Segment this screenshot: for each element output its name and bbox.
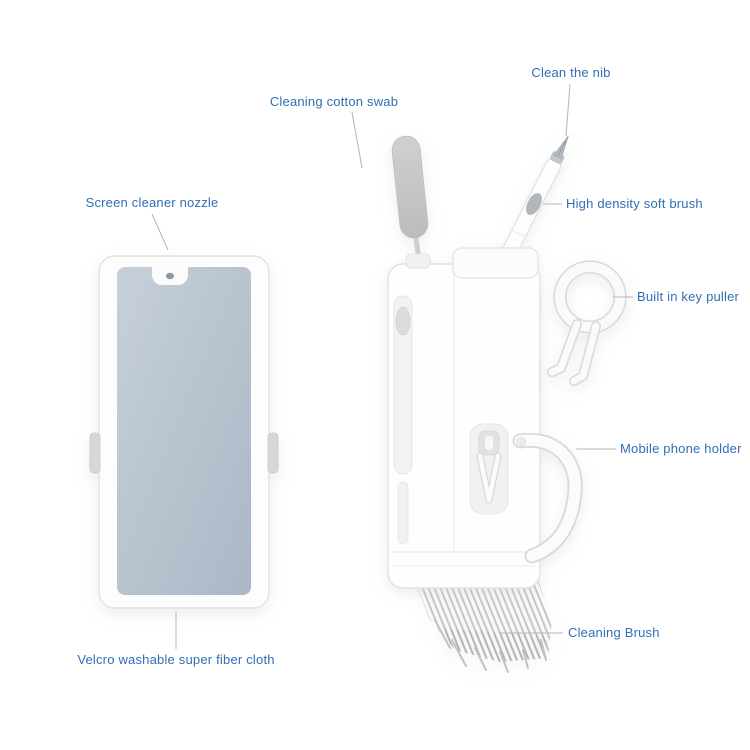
label-built-in-key-puller: Built in key puller xyxy=(637,289,740,304)
leader-cotton-swab xyxy=(351,111,363,169)
label-cleaning-cotton-swab: Cleaning cotton swab xyxy=(269,94,399,109)
nib-tip xyxy=(553,135,569,160)
side-clip-right xyxy=(267,432,279,474)
label-mobile-phone-holder: Mobile phone holder xyxy=(620,441,742,456)
side-clip-left xyxy=(89,432,101,474)
top-lid xyxy=(452,247,539,279)
swab-collar xyxy=(405,253,431,269)
stored-key-puller xyxy=(469,423,509,515)
cleaning-brush-bristles xyxy=(410,570,552,673)
key-puller-tool xyxy=(547,260,627,386)
leader-screen-nozzle xyxy=(151,213,169,251)
label-clean-the-nib: Clean the nib xyxy=(531,65,611,80)
label-screen-cleaner-nozzle: Screen cleaner nozzle xyxy=(85,195,219,210)
slider-channel xyxy=(393,295,413,475)
label-cleaning-brush: Cleaning Brush xyxy=(568,625,660,640)
label-velcro-fiber-cloth: Velcro washable super fiber cloth xyxy=(77,652,275,667)
leader-clean-the-nib xyxy=(565,83,571,137)
screen-cleaner-spray xyxy=(89,255,279,609)
cotton-swab xyxy=(391,135,429,271)
phone-holder-arm xyxy=(512,432,583,564)
lower-slot xyxy=(397,481,409,545)
slider-button xyxy=(395,306,411,336)
fiber-cloth-panel xyxy=(117,267,251,595)
soft-brush-attachment xyxy=(526,193,542,215)
label-high-density-soft-brush: High density soft brush xyxy=(566,196,703,211)
multi-function-cleaner xyxy=(387,135,583,673)
nozzle-hole xyxy=(166,272,174,280)
